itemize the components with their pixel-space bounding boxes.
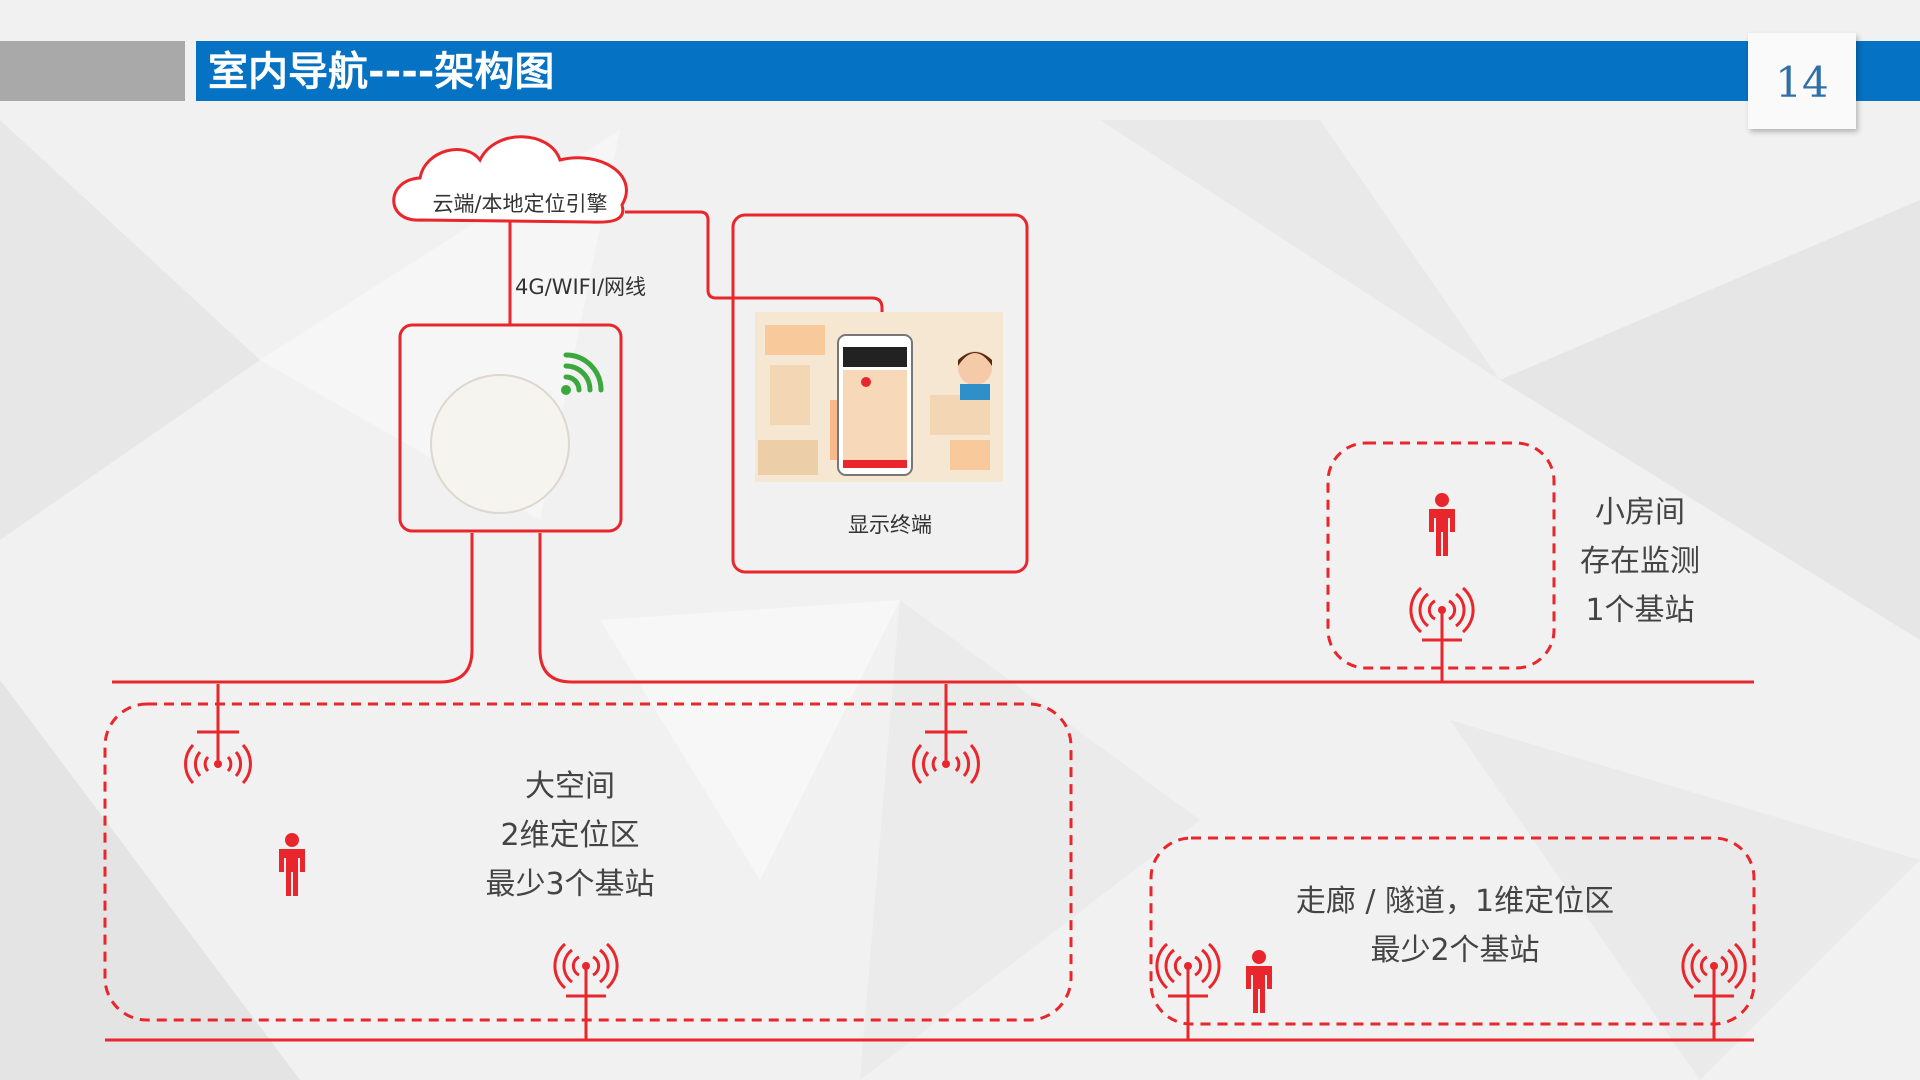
person-icon [279, 833, 305, 896]
large-space-label: 大空间 2维定位区 最少3个基站 [420, 762, 720, 909]
link-label: 4G/WIFI/网线 [515, 273, 675, 301]
map-screenshot [755, 312, 1003, 482]
large-space-line: 最少3个基站 [420, 860, 720, 909]
corridor-line: 走廊 / 隧道，1维定位区 [1200, 877, 1710, 926]
base-station-device [431, 375, 569, 513]
corridor-label: 走廊 / 隧道，1维定位区 最少2个基站 [1200, 877, 1710, 975]
display-terminal-label: 显示终端 [810, 510, 970, 540]
small-room-label: 小房间 存在监测 1个基站 [1540, 488, 1740, 635]
base-station-icon [555, 944, 617, 1014]
corridor-line: 最少2个基站 [1200, 926, 1710, 975]
cloud-label: 云端/本地定位引擎 [400, 190, 640, 218]
person-icon [1429, 493, 1455, 556]
wifi-icon [561, 355, 601, 395]
small-room-line: 1个基站 [1540, 586, 1740, 635]
large-space-line: 大空间 [420, 762, 720, 811]
small-room-line: 小房间 [1540, 488, 1740, 537]
large-space-line: 2维定位区 [420, 811, 720, 860]
small-room-line: 存在监测 [1540, 537, 1740, 586]
